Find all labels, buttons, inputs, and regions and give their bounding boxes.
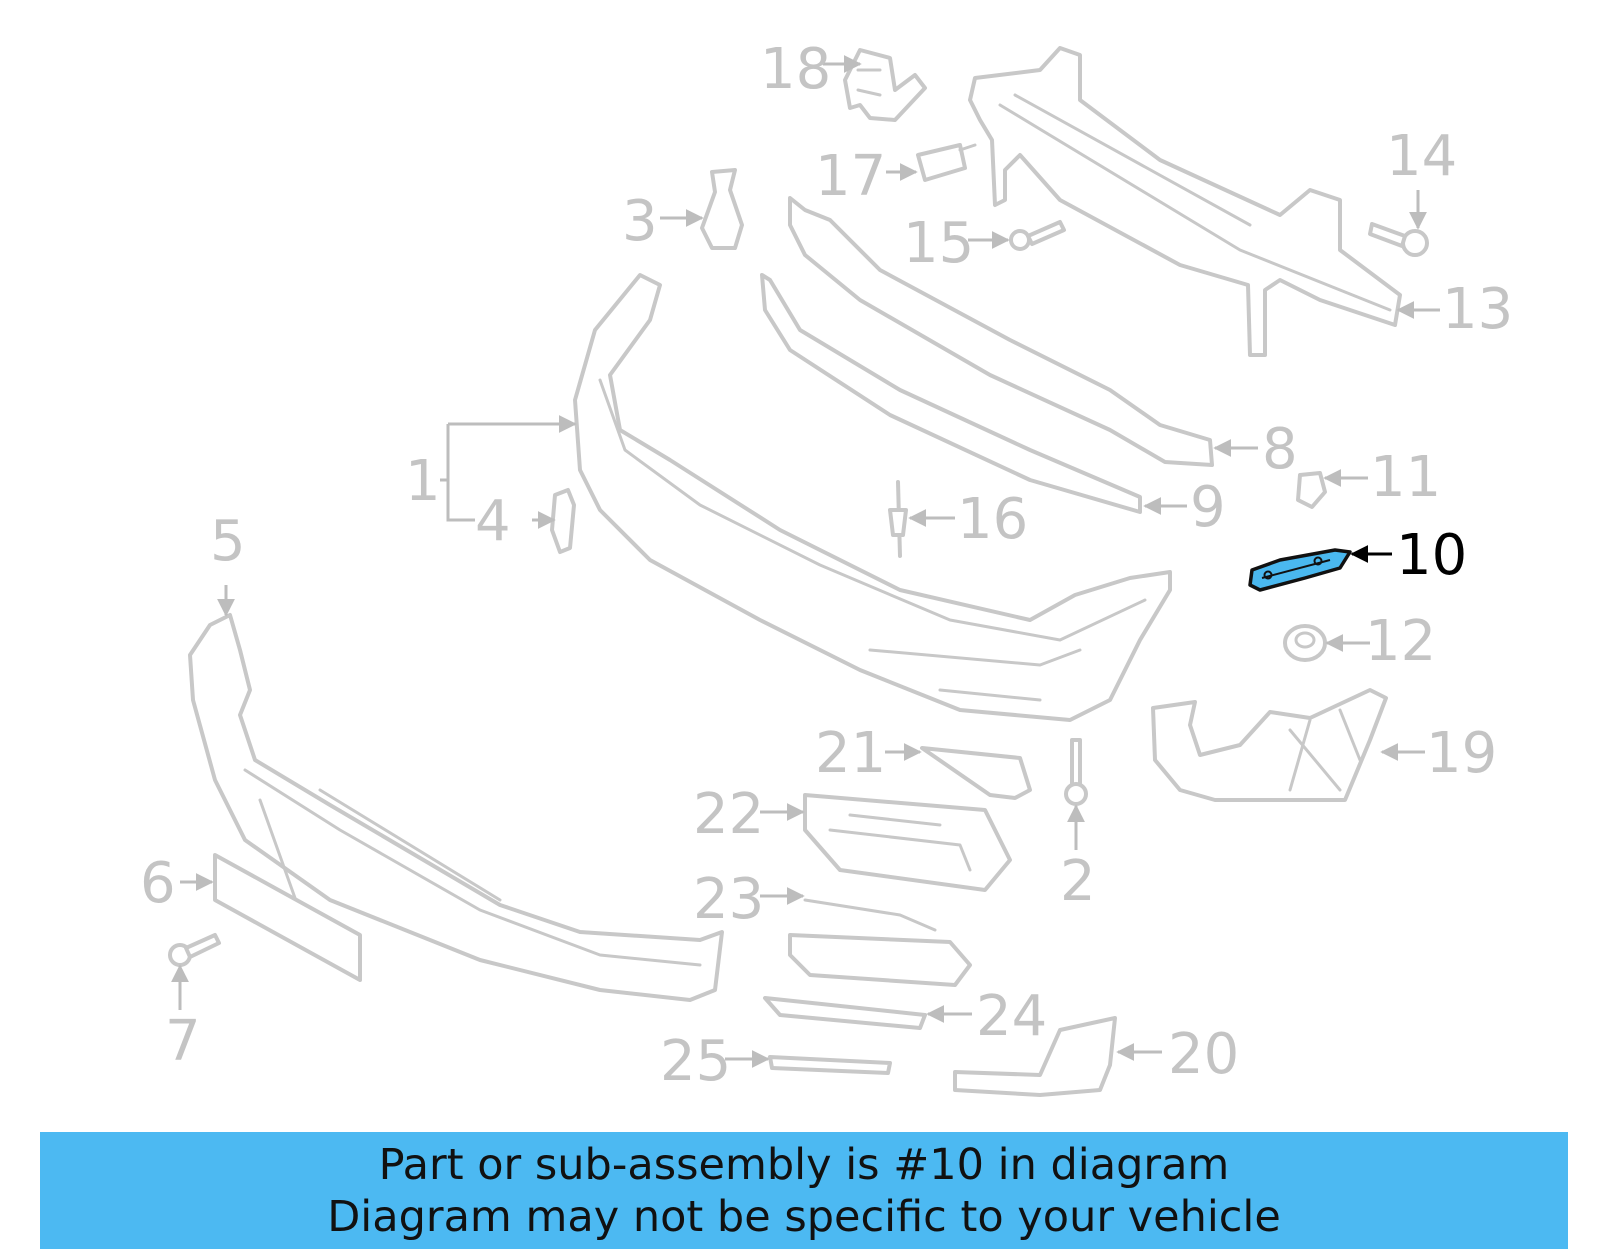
part-6-plate-bracket <box>213 853 362 982</box>
callout-14: 14 <box>1386 124 1457 189</box>
part-1-bumper-cover <box>573 273 1172 722</box>
part-11-clip <box>1296 471 1327 509</box>
callout-10: 10 <box>1396 523 1467 588</box>
callout-17: 17 <box>815 144 886 209</box>
part-9-strip <box>760 273 1142 514</box>
part-5-lower-valance <box>188 613 724 1002</box>
part-18-bracket <box>843 48 927 122</box>
part-12-grommet <box>1283 624 1327 662</box>
callout-25: 25 <box>660 1029 731 1094</box>
callout-16: 16 <box>957 487 1028 552</box>
banner-line-1: Part or sub-assembly is #10 in diagram <box>378 1139 1230 1190</box>
part-8-absorber <box>788 196 1214 467</box>
part-17-sensor <box>916 143 977 182</box>
part-3-sleeve <box>700 168 744 250</box>
callout-13: 13 <box>1442 277 1513 342</box>
part-22-grille-insert <box>803 793 1012 892</box>
callout-22: 22 <box>693 782 764 847</box>
callout-3: 3 <box>622 189 658 254</box>
callout-numbers: 18 17 3 15 14 13 8 9 1 4 16 11 10 12 19 … <box>140 37 1513 1094</box>
part-4-clip <box>550 488 576 554</box>
part-7-bolt <box>168 933 221 967</box>
part-21-cover <box>920 746 1032 800</box>
part-16-pin <box>888 480 908 558</box>
callout-24: 24 <box>976 984 1047 1049</box>
callout-19: 19 <box>1426 721 1497 786</box>
callout-11: 11 <box>1370 445 1441 510</box>
part-2-screw <box>1064 738 1088 806</box>
part-19-bracket <box>1151 688 1388 802</box>
callout-5: 5 <box>210 509 246 574</box>
callout-4: 4 <box>475 489 511 554</box>
part-13-reinforcement <box>968 46 1402 357</box>
part-15-bolt <box>1009 220 1066 251</box>
part-10-highlighted <box>1248 548 1352 592</box>
callout-23: 23 <box>693 867 764 932</box>
callout-2: 2 <box>1060 849 1096 914</box>
callout-20: 20 <box>1168 1022 1239 1087</box>
part-23-fog-surround <box>788 898 972 987</box>
part-14-bolt <box>1368 222 1429 257</box>
leader-lines <box>171 55 1440 1068</box>
part-24-trim <box>763 996 927 1030</box>
part-25-trim <box>768 1055 892 1075</box>
callout-9: 9 <box>1190 475 1226 540</box>
part-20-corner-trim <box>953 1016 1117 1097</box>
callout-18: 18 <box>760 37 831 102</box>
callout-6: 6 <box>140 851 176 916</box>
callout-15: 15 <box>903 211 974 276</box>
info-banner: Part or sub-assembly is #10 in diagram D… <box>40 1132 1568 1249</box>
callout-8: 8 <box>1262 417 1298 482</box>
banner-line-2: Diagram may not be specific to your vehi… <box>327 1191 1281 1242</box>
callout-21: 21 <box>815 721 886 786</box>
callout-1: 1 <box>405 449 441 514</box>
callout-7: 7 <box>165 1009 201 1074</box>
callout-12: 12 <box>1365 609 1436 674</box>
